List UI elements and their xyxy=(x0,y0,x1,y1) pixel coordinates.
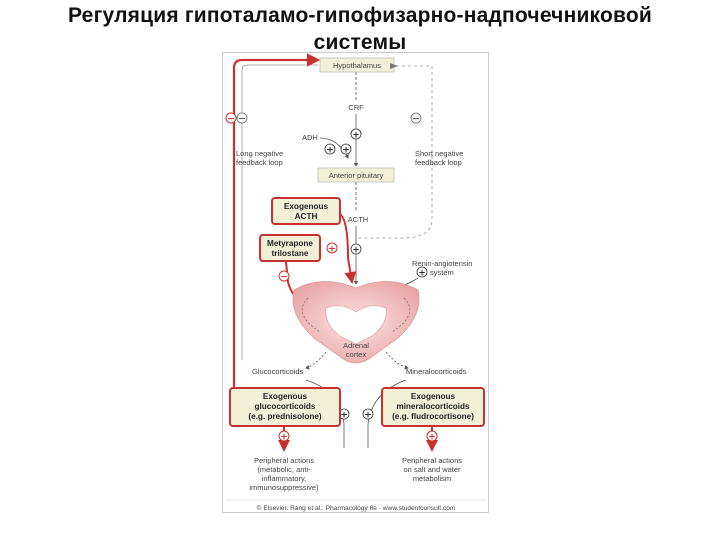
adh-label: ADH xyxy=(302,133,318,142)
adrenal-medulla-shape xyxy=(325,305,387,345)
adrenal-label-2: cortex xyxy=(346,350,367,359)
long-feedback-loop-line xyxy=(241,64,318,360)
exogenous-acth-arrow xyxy=(339,213,357,284)
mineral-output-arrow xyxy=(385,351,409,370)
plus-icon xyxy=(278,430,290,442)
exogenous-acth-label-2: ACTH xyxy=(295,212,318,221)
minus-sign: − xyxy=(280,273,288,283)
short-loop-label-1: Short negative xyxy=(415,149,463,158)
cortex-boundary-left xyxy=(301,297,321,333)
renin-label-2: system xyxy=(430,268,454,277)
plus-sign: + xyxy=(418,269,426,279)
minus-sign: − xyxy=(412,115,420,125)
minus-icon xyxy=(236,112,248,124)
glucocorticoids-label: Glucocorticoids xyxy=(252,367,304,376)
acth-label: ACTH xyxy=(348,215,368,224)
plus-sign: + xyxy=(326,146,334,156)
plus-icon xyxy=(324,143,336,155)
slide-title-line1: Регуляция гипоталамо-гипофизарно-надпоче… xyxy=(68,4,652,27)
adrenal-label-1: Adrenal xyxy=(343,341,369,350)
adh-arrow xyxy=(319,137,349,159)
exogenous-acth-label-1: Exogenous xyxy=(284,202,329,211)
metyrapone-label-2: trilostane xyxy=(272,249,309,258)
long-loop-label-2: feedback loop xyxy=(236,158,283,167)
exo-gluco-label-3: (e.g. prednisolone) xyxy=(248,412,322,421)
peripheral-left-3: inflammatory, xyxy=(262,474,306,483)
mineralocorticoids-label: Mineralocorticoids xyxy=(406,367,467,376)
hpa-axis-diagram: Hypothalamus CRF ADH + + + Anterior pitu… xyxy=(222,52,489,513)
minus-icon xyxy=(278,270,290,282)
plus-sign: + xyxy=(328,245,336,255)
plus-icon xyxy=(362,408,374,420)
plus-sign: + xyxy=(340,411,348,421)
peripheral-left-2: (metabolic, anti- xyxy=(257,465,311,474)
metyrapone-box xyxy=(259,234,321,262)
exogenous-glucocorticoid-feedback-line xyxy=(232,53,321,388)
copyright-text: © Elsevier. Rang et al.: Pharmacology 6e… xyxy=(257,504,456,512)
exo-mineral-label-1: Exogenous xyxy=(411,392,456,401)
minus-sign: − xyxy=(227,115,235,125)
plus-icon xyxy=(326,242,338,254)
plus-icon xyxy=(416,266,428,278)
minus-icon xyxy=(225,112,237,124)
short-loop-arrowhead xyxy=(390,63,398,69)
minus-icon xyxy=(410,112,422,124)
peripheral-left-1: Peripheral actions xyxy=(254,456,314,465)
anterior-pituitary-label: Anterior pituitary xyxy=(329,171,384,180)
slide-title-line2: системы xyxy=(313,31,407,54)
minus-sign: − xyxy=(238,115,246,125)
plus-icon xyxy=(340,143,352,155)
hypothalamus-label: Hypothalamus xyxy=(333,61,381,70)
exo-mineral-label-3: (e.g. fludrocortisone) xyxy=(392,412,474,421)
short-loop-label-2: feedback loop xyxy=(415,158,462,167)
plus-sign: + xyxy=(280,433,288,443)
plus-sign: + xyxy=(364,411,372,421)
crf-label: CRF xyxy=(348,103,364,112)
gluco-output-arrow xyxy=(305,351,327,370)
plus-icon xyxy=(350,243,362,255)
long-loop-label-1: Long negative xyxy=(236,149,283,158)
exogenous-acth-box xyxy=(271,197,341,225)
metyrapone-label-1: Metyrapone xyxy=(267,239,313,248)
peripheral-right-2: on salt and water xyxy=(403,465,461,474)
plus-sign: + xyxy=(428,433,436,443)
plus-sign: + xyxy=(342,146,350,156)
exo-gluco-label-1: Exogenous xyxy=(263,392,308,401)
exo-gluco-label-2: glucocorticoids xyxy=(255,402,316,411)
mineral-gluco-cross-arrow xyxy=(367,379,407,448)
short-feedback-loop-line xyxy=(356,65,433,239)
diagram-frame xyxy=(222,52,489,513)
peripheral-right-1: Peripheral actions xyxy=(402,456,462,465)
exo-mineral-label-2: mineralocorticoids xyxy=(396,402,470,411)
peripheral-right-3: metabolism xyxy=(413,474,451,483)
plus-icon xyxy=(350,128,362,140)
renin-label-1: Renin-angiotensin xyxy=(412,259,472,268)
peripheral-left-4: immunosuppressive) xyxy=(249,483,319,492)
plus-sign: + xyxy=(352,131,360,141)
plus-sign: + xyxy=(352,246,360,256)
cortex-boundary-right xyxy=(391,297,411,333)
plus-icon xyxy=(426,430,438,442)
